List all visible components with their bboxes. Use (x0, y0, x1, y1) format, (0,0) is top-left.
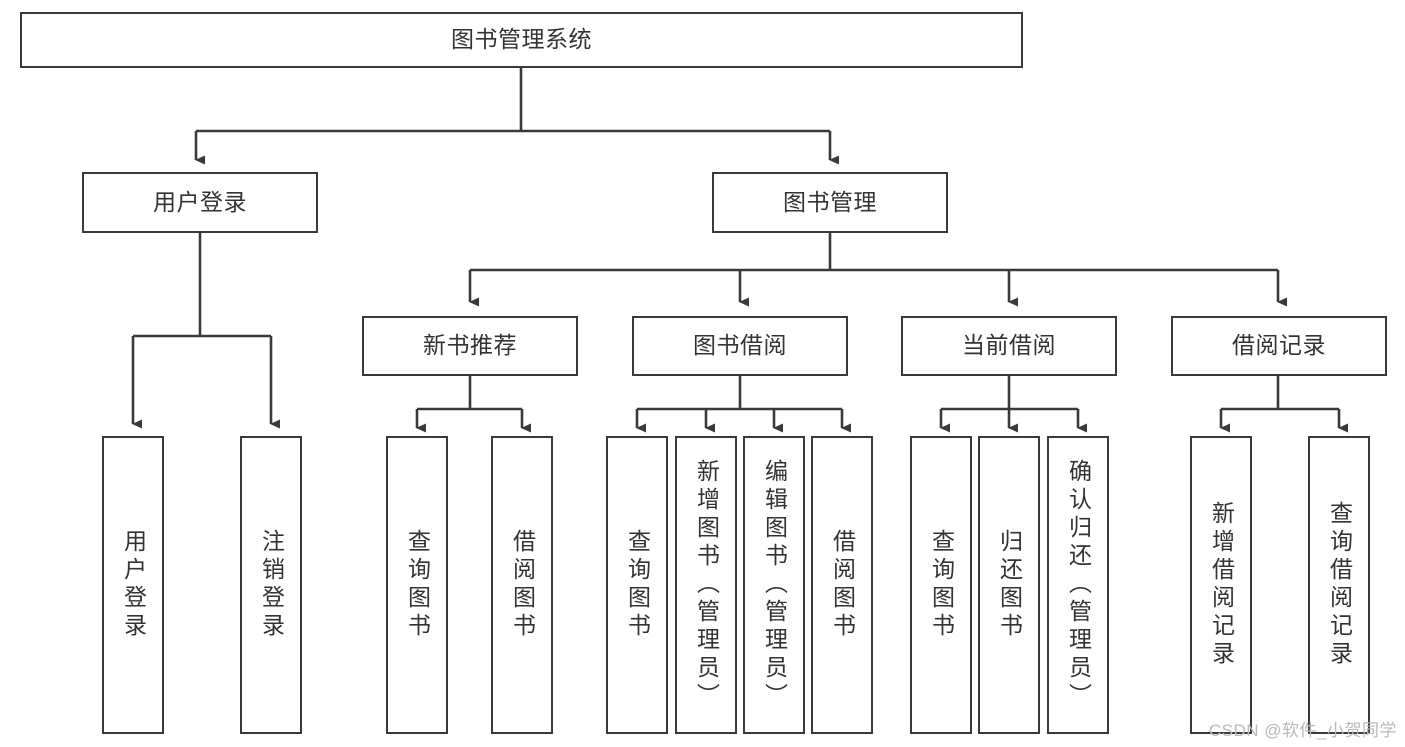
leaf-borrow-query-book[interactable]: 查询图书 (606, 436, 668, 734)
leaf-recommend-query-book[interactable]: 查询图书 (386, 436, 448, 734)
node-label: 用户登录 (153, 188, 247, 215)
node-new-book-recommend[interactable]: 新书推荐 (362, 316, 578, 376)
leaf-borrow-add-book-admin[interactable]: 新增图书（管理员） (675, 436, 737, 734)
node-label: 用户登录 (120, 529, 147, 641)
node-label: 图书管理系统 (451, 26, 592, 53)
node-label: 新增图书（管理员） (693, 459, 720, 711)
node-label: 确认归还（管理员） (1065, 459, 1092, 711)
node-label: 查询图书 (624, 529, 651, 641)
leaf-record-query-borrow-record[interactable]: 查询借阅记录 (1308, 436, 1370, 734)
leaf-borrow-borrow-book[interactable]: 借阅图书 (811, 436, 873, 734)
node-label: 图书借阅 (693, 332, 787, 359)
node-label: 查询借阅记录 (1326, 501, 1353, 669)
node-borrow-record[interactable]: 借阅记录 (1171, 316, 1387, 376)
node-label: 借阅图书 (509, 529, 536, 641)
node-label: 借阅图书 (829, 529, 856, 641)
leaf-current-confirm-return-admin[interactable]: 确认归还（管理员） (1047, 436, 1109, 734)
node-label: 查询图书 (928, 529, 955, 641)
leaf-borrow-edit-book-admin[interactable]: 编辑图书（管理员） (743, 436, 805, 734)
leaf-logout-login[interactable]: 注销登录 (240, 436, 302, 734)
node-label: 注销登录 (258, 529, 285, 641)
node-root-book-management-system[interactable]: 图书管理系统 (20, 12, 1023, 68)
node-book-borrow[interactable]: 图书借阅 (632, 316, 848, 376)
leaf-record-add-borrow-record[interactable]: 新增借阅记录 (1190, 436, 1252, 734)
leaf-current-return-book[interactable]: 归还图书 (978, 436, 1040, 734)
node-label: 借阅记录 (1232, 332, 1326, 359)
node-label: 新增借阅记录 (1208, 501, 1235, 669)
leaf-recommend-borrow-book[interactable]: 借阅图书 (491, 436, 553, 734)
leaf-user-login[interactable]: 用户登录 (102, 436, 164, 734)
node-current-borrow[interactable]: 当前借阅 (901, 316, 1117, 376)
node-label: 当前借阅 (962, 332, 1056, 359)
node-label: 图书管理 (783, 188, 877, 215)
node-label: 查询图书 (404, 529, 431, 641)
node-book-management[interactable]: 图书管理 (712, 172, 948, 233)
node-label: 归还图书 (996, 529, 1023, 641)
node-label: 编辑图书（管理员） (761, 459, 788, 711)
node-user-login[interactable]: 用户登录 (82, 172, 318, 233)
node-label: 新书推荐 (423, 332, 517, 359)
leaf-current-query-book[interactable]: 查询图书 (910, 436, 972, 734)
